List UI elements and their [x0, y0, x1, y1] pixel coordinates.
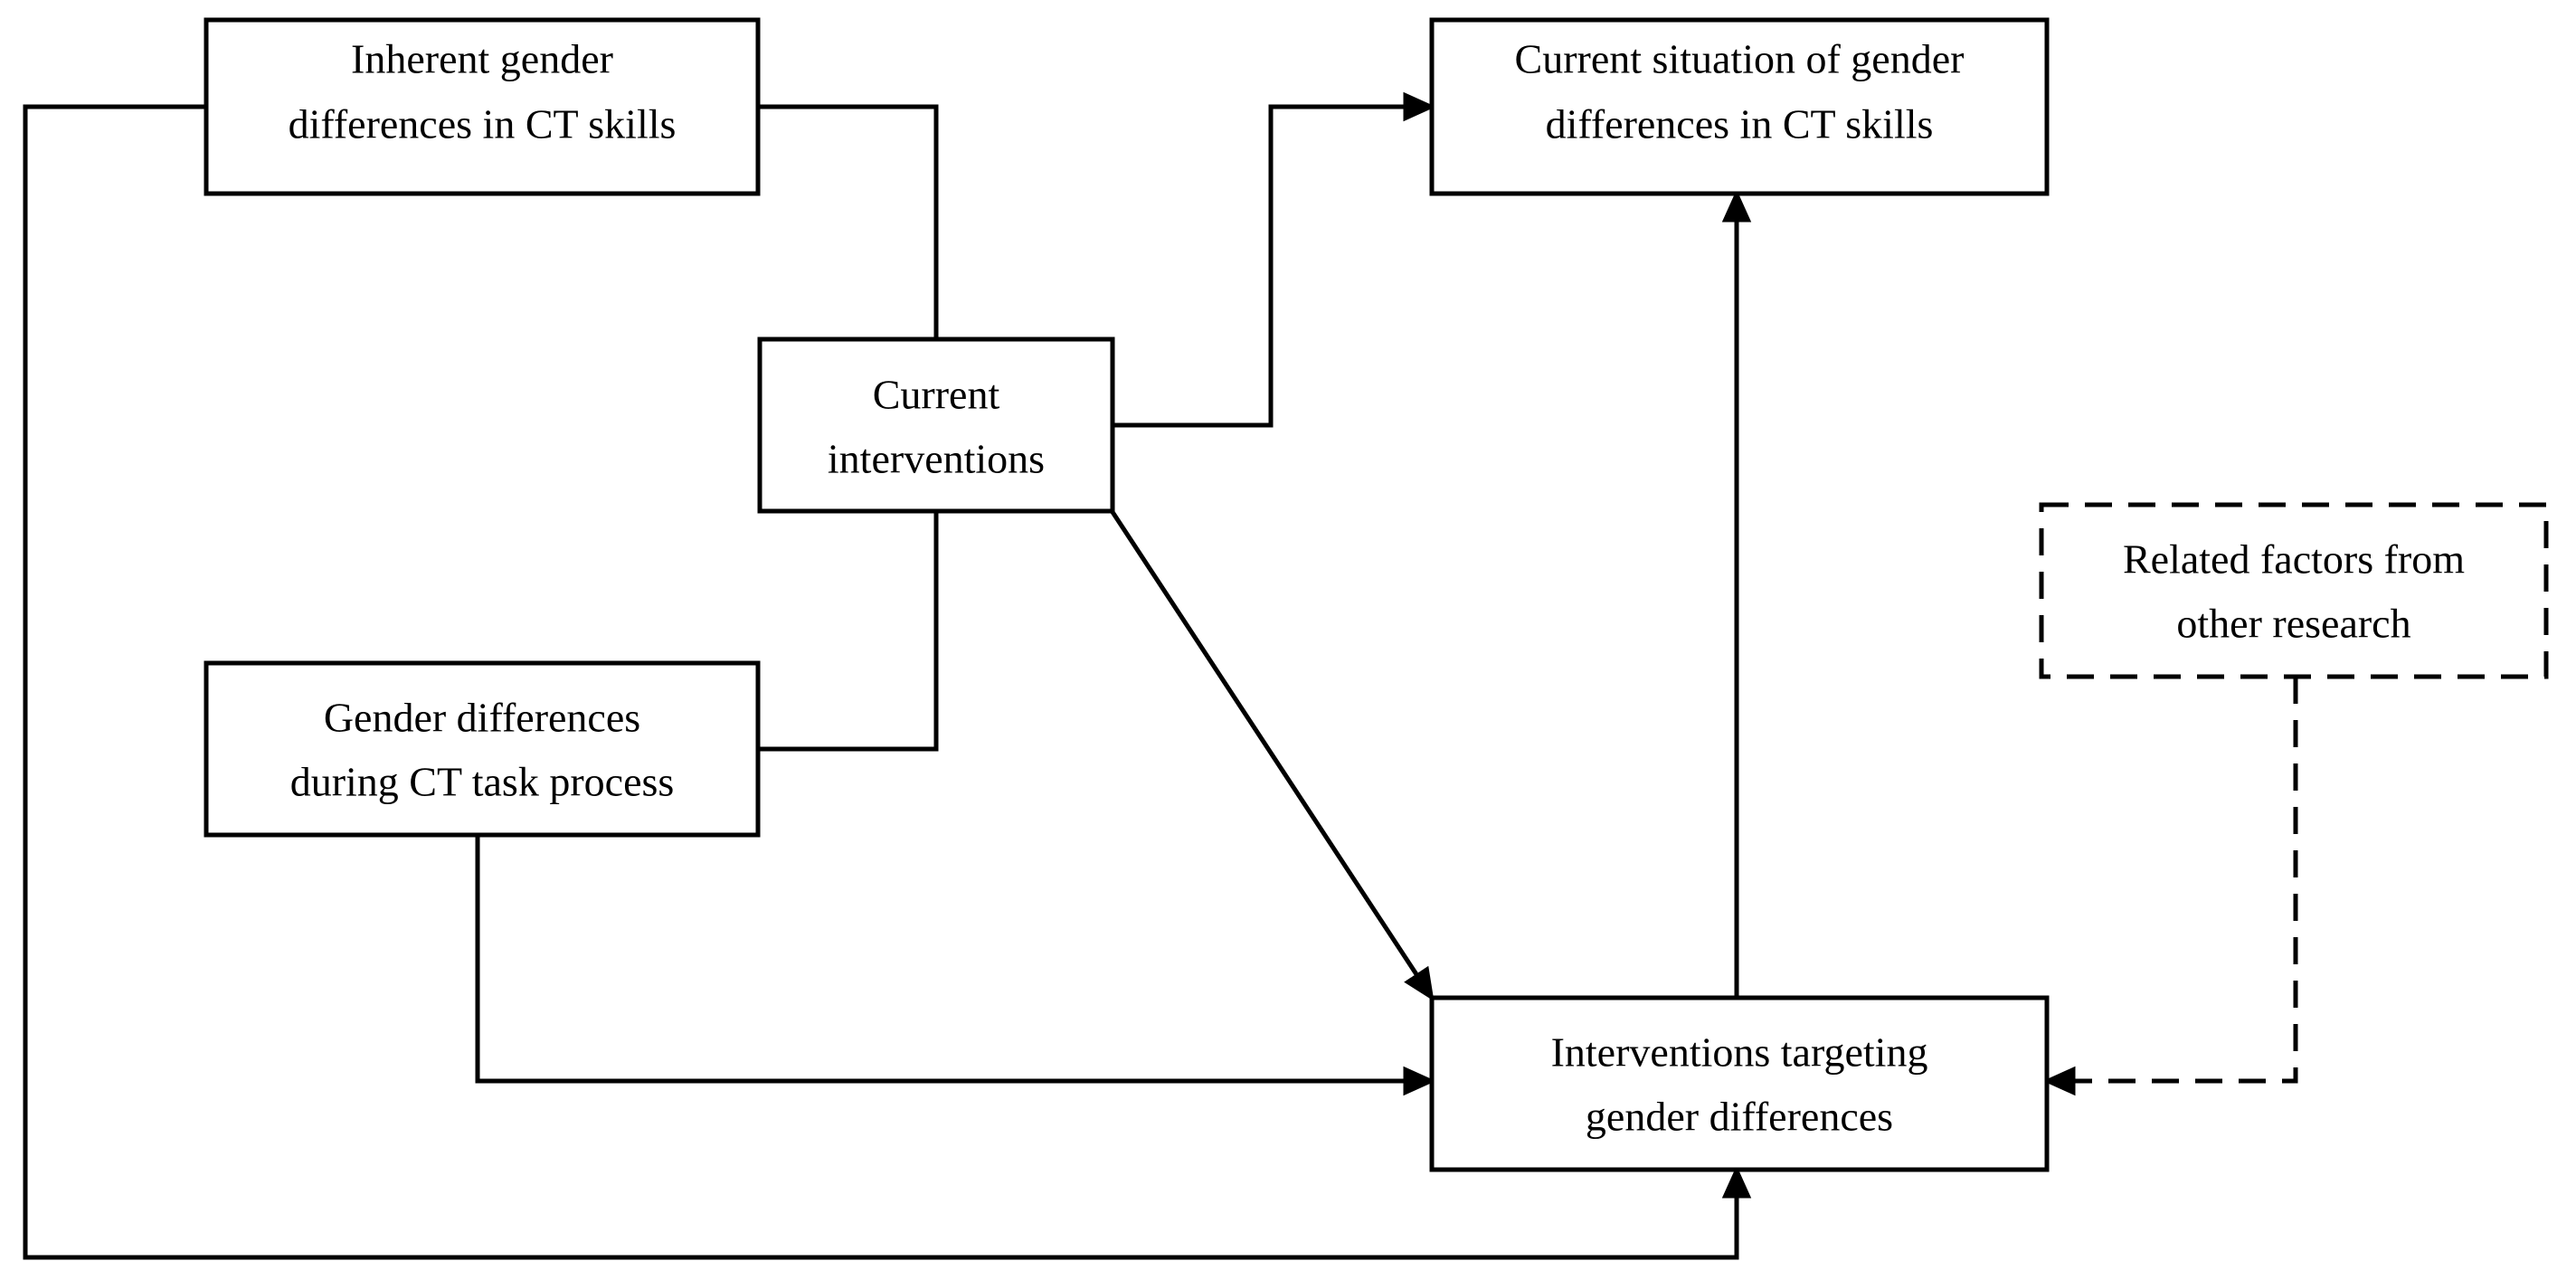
- edge-current-interventions-to-current-situation: [1113, 91, 1436, 428]
- interventions-targeting-box[interactable]: Interventions targeting gender differenc…: [1429, 995, 2050, 1172]
- current-situation-box-rect[interactable]: [1429, 17, 2050, 196]
- related-factors-box[interactable]: Related factors from other research: [2039, 502, 2549, 679]
- edge-gender-differences-task-to-interventions-targeting: [475, 835, 1436, 1096]
- gender-differences-task-process-label-line1: Gender differences: [324, 695, 640, 741]
- current-interventions-box-rect[interactable]: [757, 337, 1115, 514]
- interventions-targeting-label-line1: Interventions targeting: [1551, 1029, 1928, 1076]
- related-factors-label-line2: other research: [2176, 601, 2410, 647]
- edge-inherent-feedback-loop-to-interventions-targeting: [23, 104, 1752, 1260]
- inherent-gender-differences-label-line2: differences in CT skills: [289, 101, 677, 147]
- current-interventions-label-line2: interventions: [828, 436, 1045, 482]
- interventions-targeting-label-line2: gender differences: [1586, 1094, 1893, 1140]
- edge-current-interventions-to-interventions-targeting: [1108, 507, 1435, 1001]
- interventions-targeting-box-rect[interactable]: [1429, 995, 2050, 1172]
- current-interventions-label-line1: Current: [873, 372, 1000, 418]
- edge-current-interventions-to-gender-differences-task: [758, 511, 939, 752]
- current-situation-label-line2: differences in CT skills: [1546, 101, 1934, 147]
- inherent-gender-differences-box[interactable]: Inherent gender differences in CT skills: [204, 17, 761, 196]
- edge-layer: [23, 91, 2298, 1260]
- current-situation-box[interactable]: Current situation of gender differences …: [1429, 17, 2050, 196]
- node-layer: Inherent gender differences in CT skills…: [204, 17, 2549, 1172]
- current-interventions-box[interactable]: Current interventions: [757, 337, 1115, 514]
- gender-differences-task-process-box[interactable]: Gender differences during CT task proces…: [204, 660, 761, 838]
- edge-related-factors-to-interventions-targeting: [2042, 677, 2298, 1096]
- gender-differences-task-process-label-line2: during CT task process: [290, 759, 675, 805]
- current-situation-label-line1: Current situation of gender: [1515, 36, 1965, 82]
- edge-inherent-to-current-interventions: [758, 104, 939, 339]
- related-factors-box-rect[interactable]: [2039, 502, 2549, 679]
- inherent-gender-differences-box-rect[interactable]: [204, 17, 761, 196]
- related-factors-label-line1: Related factors from: [2123, 536, 2465, 583]
- inherent-gender-differences-label-line1: Inherent gender: [351, 36, 613, 82]
- gender-differences-task-process-box-rect[interactable]: [204, 660, 761, 838]
